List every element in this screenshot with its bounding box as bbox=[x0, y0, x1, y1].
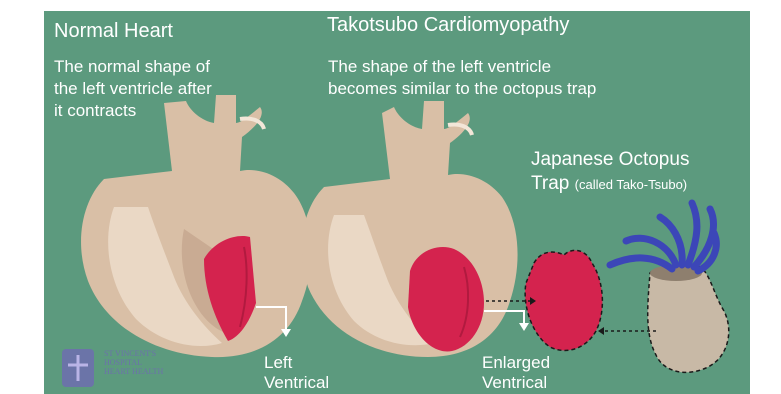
label-line: Left bbox=[264, 353, 329, 373]
logo-line: ST VINCENT'S bbox=[104, 349, 163, 358]
normal-heart bbox=[81, 95, 311, 357]
octopus-trap-label: Japanese Octopus Trap (called Tako-Tsubo… bbox=[531, 148, 689, 197]
normal-heart-description: The normal shape of the left ventricle a… bbox=[54, 56, 212, 122]
trap-label-line: Japanese Octopus bbox=[531, 148, 689, 172]
takotsubo-description-line: The shape of the left ventricle bbox=[328, 56, 596, 78]
logo-line: HEART HEALTH bbox=[104, 367, 163, 376]
left-ventricle-label: Left Ventrical bbox=[264, 353, 329, 393]
normal-heart-title: Normal Heart bbox=[54, 21, 173, 43]
diagram-panel: Normal Heart Takotsubo Cardiomyopathy Th… bbox=[44, 11, 750, 394]
trap-label-word: Trap bbox=[531, 173, 569, 194]
trap-label-note: (called Tako-Tsubo) bbox=[575, 177, 687, 192]
octopus-trap bbox=[598, 203, 729, 372]
takotsubo-title: Takotsubo Cardiomyopathy bbox=[327, 15, 569, 37]
enlarged-ventricle-label: Enlarged Ventrical bbox=[482, 353, 550, 393]
takotsubo-heart bbox=[302, 101, 529, 357]
logo-line: HOSPITAL bbox=[104, 358, 163, 367]
label-line: Enlarged bbox=[482, 353, 550, 373]
trap-label-line: Trap (called Tako-Tsubo) bbox=[531, 172, 689, 197]
takotsubo-description-line: becomes similar to the octopus trap bbox=[328, 78, 596, 100]
label-line: Ventrical bbox=[264, 373, 329, 393]
takotsubo-description: The shape of the left ventricle becomes … bbox=[328, 56, 596, 100]
normal-description-line: The normal shape of bbox=[54, 56, 212, 78]
hospital-logo bbox=[62, 349, 94, 387]
hospital-logo-text: ST VINCENT'S HOSPITAL HEART HEALTH bbox=[104, 349, 163, 376]
normal-description-line: it contracts bbox=[54, 100, 212, 122]
normal-description-line: the left ventricle after bbox=[54, 78, 212, 100]
side-credit-strip bbox=[760, 20, 772, 140]
label-line: Ventrical bbox=[482, 373, 550, 393]
